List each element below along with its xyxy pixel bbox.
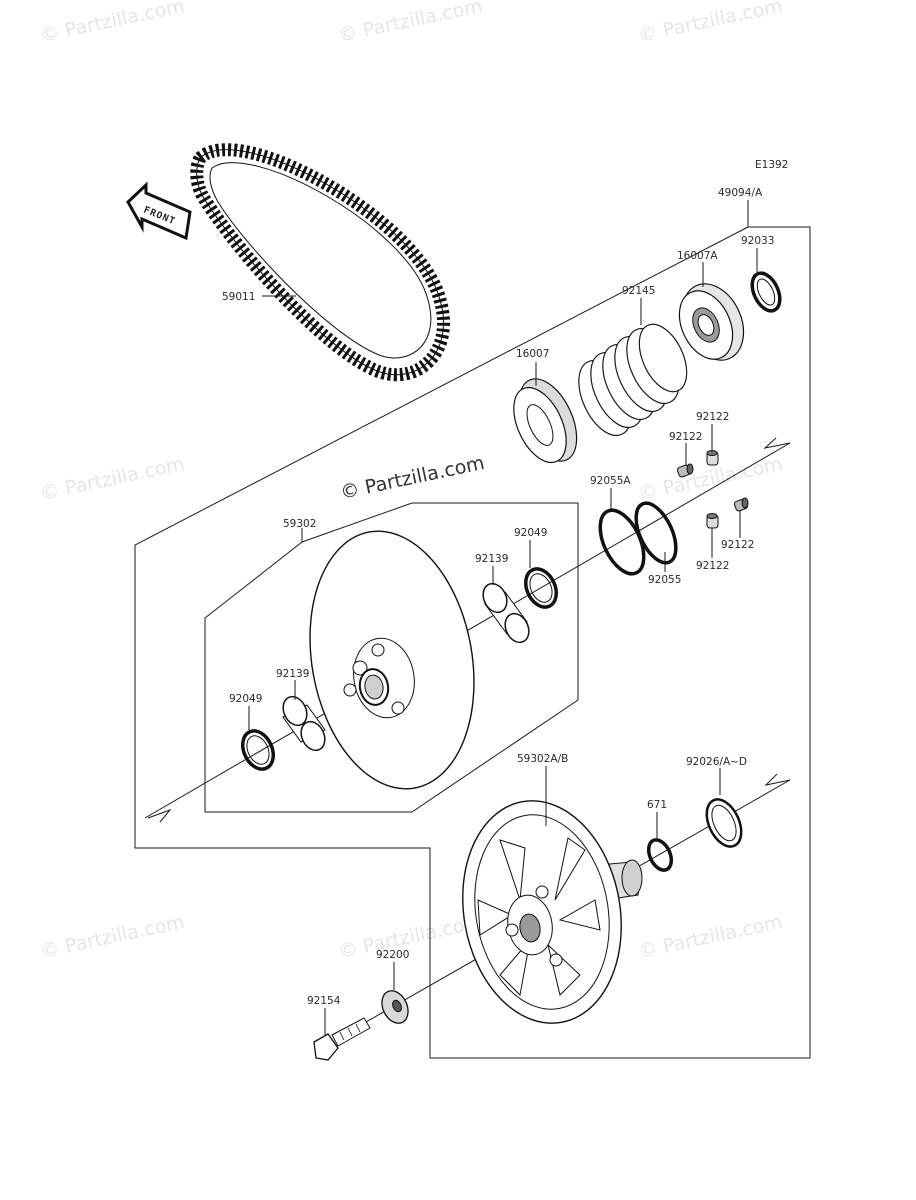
circlip-671 — [646, 838, 674, 872]
label-assembly: 49094/A — [718, 187, 763, 199]
front-arrow-icon: FRONT — [126, 181, 192, 241]
slider-92122-c — [733, 497, 749, 512]
label-slider-c: 92122 — [721, 539, 754, 551]
watermark: © Partzilla.com — [38, 0, 186, 47]
label-circlip: 671 — [647, 799, 667, 811]
fixed-sheave-59302AB — [462, 800, 643, 1024]
watermark: © Partzilla.com — [636, 911, 784, 963]
label-seal-left: 92049 — [229, 693, 262, 705]
label-slider-b: 92122 — [669, 431, 702, 443]
axis-arrow-left — [147, 808, 172, 823]
label-spring: 92145 — [622, 285, 655, 297]
label-slider-a: 92122 — [696, 411, 729, 423]
retaining-ring-92033 — [750, 271, 782, 313]
watermark: © Partzilla.com — [38, 911, 186, 963]
label-cam-top: 16007A — [677, 250, 718, 262]
spring-92145 — [578, 323, 688, 437]
watermark: © Partzilla.com — [336, 0, 484, 47]
watermark: © Partzilla.com — [38, 453, 186, 505]
label-cam: 16007 — [516, 348, 549, 360]
label-sheave-movable: 59302 — [283, 518, 316, 530]
watermark-main: © Partzilla.com — [338, 452, 486, 504]
label-bush-right: 92139 — [475, 553, 508, 565]
assembly-bracket — [134, 226, 811, 1059]
cam-plate-16007A — [678, 283, 745, 361]
cam-16007 — [513, 378, 578, 464]
drive-belt — [190, 143, 451, 382]
o-ring-92055 — [634, 501, 678, 565]
diagram-id: E1392 — [755, 159, 788, 171]
axis-arrow-right-lower — [764, 773, 791, 786]
movable-sheave-59302 — [309, 530, 475, 790]
label-sheave-fixed: 59302A/B — [517, 753, 568, 765]
label-seal-right: 92049 — [514, 527, 547, 539]
label-oring-a: 92055A — [590, 475, 631, 487]
watermark: © Partzilla.com — [336, 911, 484, 963]
bolt-92154 — [313, 1017, 371, 1061]
slider-92122-a — [676, 463, 694, 478]
sheave-bracket — [204, 502, 579, 813]
bushing-92139-right — [482, 582, 530, 644]
label-slider-d: 92122 — [696, 560, 729, 572]
slider-92122-b — [706, 450, 719, 466]
label-oring: 92055 — [648, 574, 681, 586]
label-shim: 92026/A~D — [686, 756, 747, 768]
label-belt: 59011 — [222, 291, 255, 303]
label-bush-left: 92139 — [276, 668, 309, 680]
slider-92122-d — [706, 513, 719, 529]
shim-92026 — [705, 798, 743, 848]
bushing-92139-left — [282, 695, 326, 752]
seal-92049-right — [524, 567, 558, 609]
axis-arrow-right — [763, 437, 791, 449]
washer-92200 — [381, 990, 409, 1024]
label-washer: 92200 — [376, 949, 409, 961]
seal-92049-left — [241, 729, 275, 771]
label-ring-top: 92033 — [741, 235, 774, 247]
label-bolt: 92154 — [307, 995, 341, 1007]
watermark: © Partzilla.com — [636, 0, 784, 47]
